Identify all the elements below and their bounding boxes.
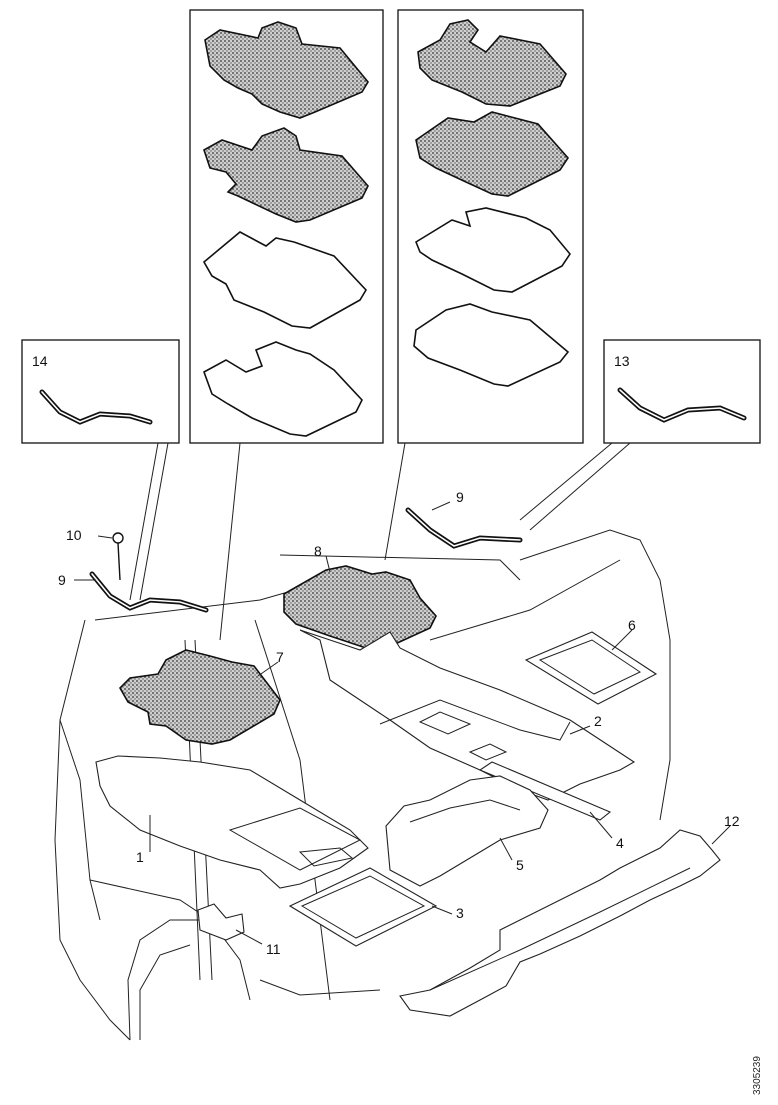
mat-variant-3 xyxy=(202,231,367,329)
callout-leaders xyxy=(74,501,731,945)
mat-7 xyxy=(119,649,281,745)
callout-11: 11 xyxy=(266,941,281,957)
mat-variant-1 xyxy=(204,21,369,119)
strip-9-right xyxy=(405,507,523,549)
callout-3: 3 xyxy=(456,905,464,921)
mat-8 xyxy=(283,565,437,651)
strip-9-left xyxy=(89,571,209,613)
inset-14 xyxy=(21,339,180,444)
callout-1: 1 xyxy=(136,849,144,865)
callout-5: 5 xyxy=(516,857,524,873)
pad-6 xyxy=(524,631,658,705)
callout-7: 7 xyxy=(276,649,284,665)
mat-variant-8 xyxy=(413,303,570,387)
inset-13 xyxy=(603,339,761,444)
callout-13: 13 xyxy=(614,353,630,369)
strip-4 xyxy=(478,761,612,821)
callout-9-left: 9 xyxy=(58,572,66,588)
pad-3 xyxy=(288,867,438,947)
callout-12: 12 xyxy=(724,813,740,829)
callout-4: 4 xyxy=(616,835,624,851)
floor-panel-1 xyxy=(95,755,369,889)
panel-12 xyxy=(399,829,721,1017)
callout-14: 14 xyxy=(32,353,48,369)
callout-6: 6 xyxy=(628,617,636,633)
callout-8: 8 xyxy=(314,543,322,559)
mat-variant-7 xyxy=(415,207,571,293)
mat-variant-5 xyxy=(417,19,567,107)
mat-variant-6 xyxy=(415,111,570,197)
tunnel-cover-5 xyxy=(385,775,549,887)
mat-variant-2 xyxy=(203,127,369,223)
callout-9-right: 9 xyxy=(456,489,464,505)
bracket-11 xyxy=(197,903,245,941)
callout-10: 10 xyxy=(66,527,82,543)
inset-left-mats xyxy=(189,9,384,444)
mat-variant-4 xyxy=(203,341,363,437)
inset-right-mats xyxy=(397,9,584,444)
document-id: 3305239 xyxy=(752,1056,763,1095)
clip-10 xyxy=(112,532,124,581)
callout-2: 2 xyxy=(594,713,602,729)
inset-leaders xyxy=(129,442,631,641)
